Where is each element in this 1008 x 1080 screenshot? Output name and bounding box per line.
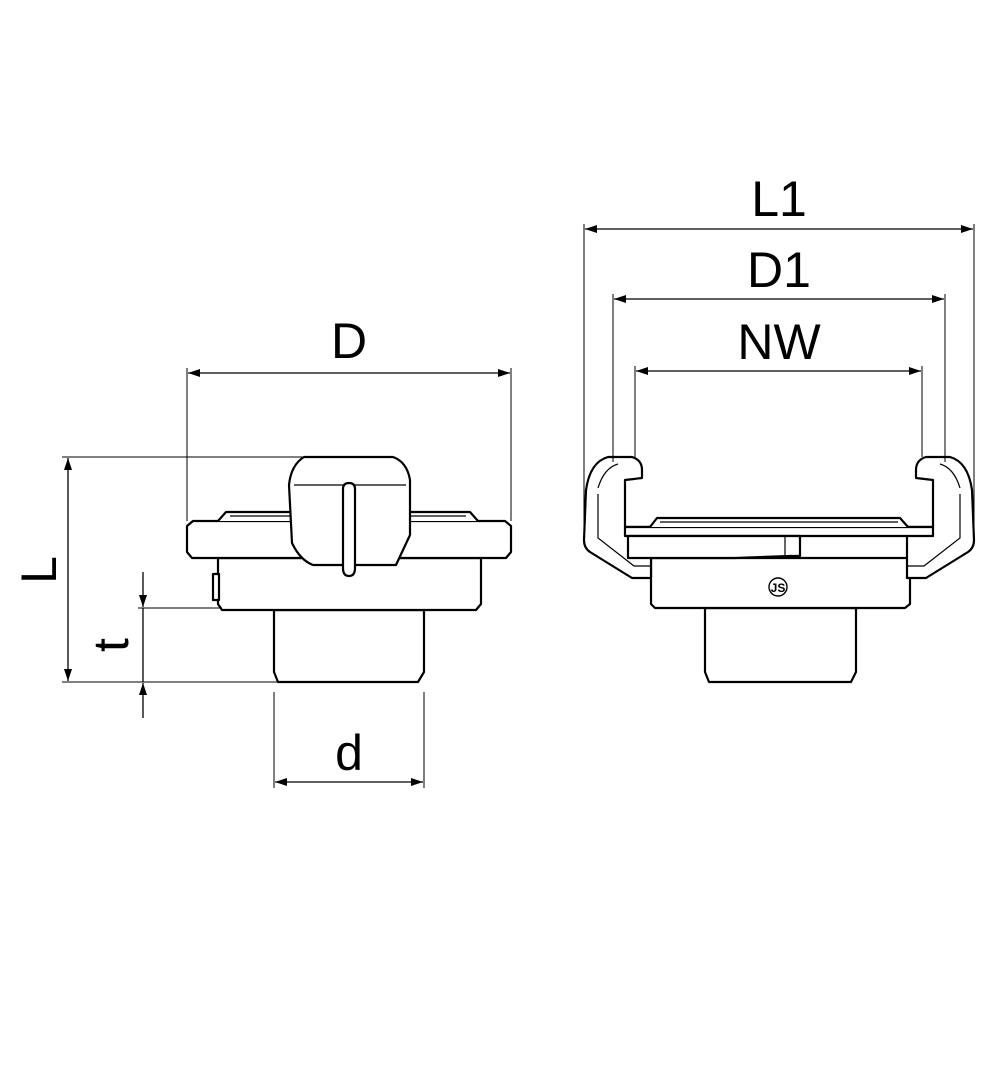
left-side-nub xyxy=(211,572,221,602)
label-NW: NW xyxy=(737,314,821,370)
right-inner-ledge xyxy=(626,534,802,560)
right-left-claw xyxy=(582,455,653,580)
right-right-claw xyxy=(905,455,976,580)
left-view-coupling xyxy=(185,455,513,684)
label-L1: L1 xyxy=(751,171,807,227)
label-L: L xyxy=(11,556,67,584)
label-t: t xyxy=(83,638,139,652)
left-dimensions: D L t d xyxy=(11,313,512,788)
right-view-coupling: JS xyxy=(582,455,976,684)
label-d: d xyxy=(335,725,363,781)
label-D: D xyxy=(331,313,367,369)
right-spigot xyxy=(703,606,858,684)
right-dimensions: L1 D1 NW xyxy=(583,171,975,535)
label-D1: D1 xyxy=(747,242,811,298)
js-logo-icon: JS xyxy=(768,577,788,597)
left-spigot xyxy=(272,608,426,684)
right-top-bar xyxy=(623,525,935,538)
svg-text:JS: JS xyxy=(771,581,786,595)
left-claw-slot xyxy=(341,481,357,578)
